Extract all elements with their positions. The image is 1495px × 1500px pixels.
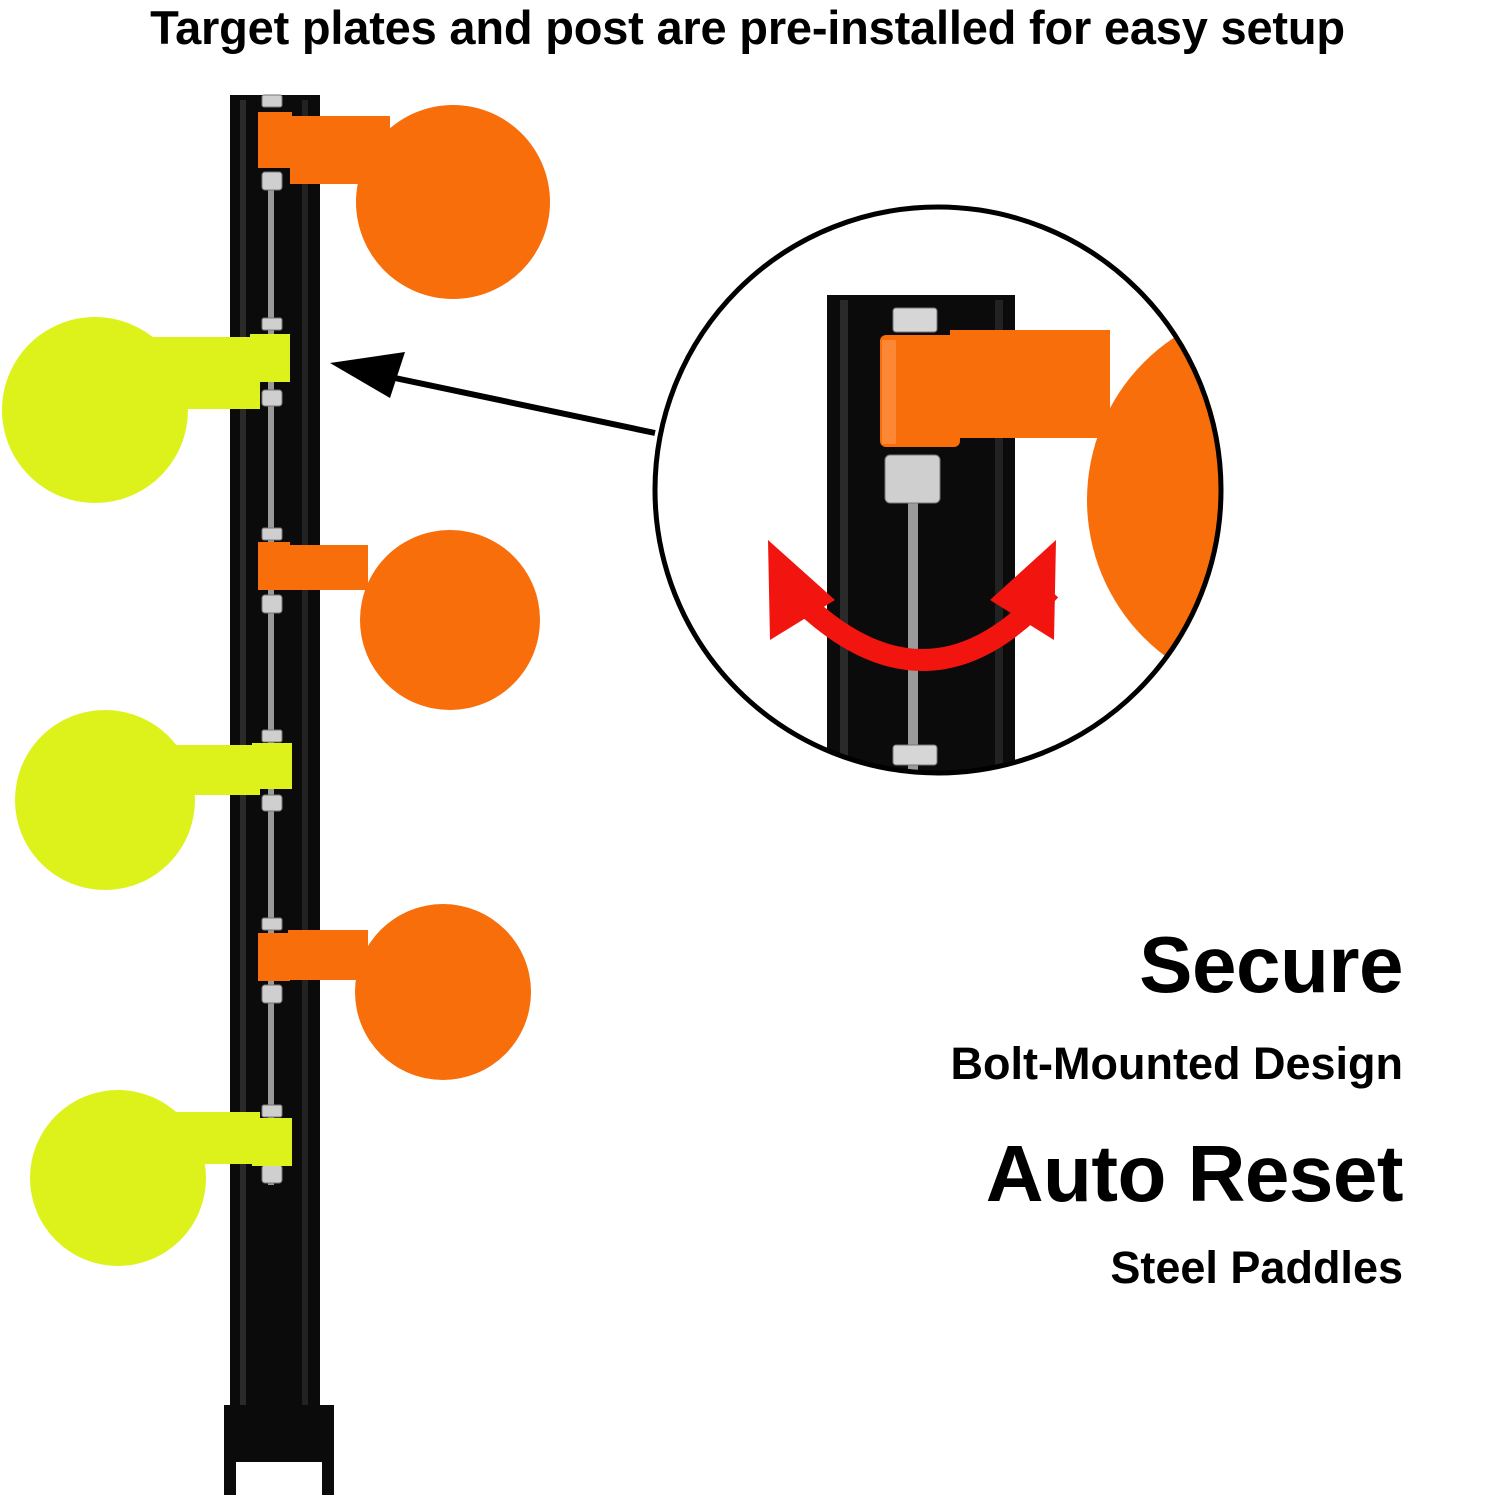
feature-title-secure: Secure [1139,920,1403,1009]
rotation-arrow-icon [768,540,1059,671]
bolts [261,94,283,1184]
paddle-yellow-2 [15,710,292,890]
pointer-arrow-icon [330,352,656,436]
paddle-yellow-1 [2,317,290,503]
zoom-bolt-bottom [892,744,938,766]
pivot-rod [268,185,274,1185]
paddle-orange-1 [258,105,550,299]
paddle-orange-3 [258,904,531,1080]
zoom-detail [652,204,1224,776]
zoom-nut [884,454,941,504]
feature-subtitle-steel-paddles: Steel Paddles [1110,1242,1403,1293]
feature-subtitle-bolt-mounted: Bolt-Mounted Design [950,1038,1403,1089]
paddle-orange-2 [258,530,540,710]
headline: Target plates and post are pre-installed… [150,1,1345,54]
zoom-rod [908,500,918,770]
feature-title-auto-reset: Auto Reset [985,1129,1404,1218]
zoom-bolt-top [892,307,938,333]
zoom-paddle [880,305,1221,695]
zoom-frame [652,204,1224,776]
paddle-yellow-3 [30,1090,292,1266]
